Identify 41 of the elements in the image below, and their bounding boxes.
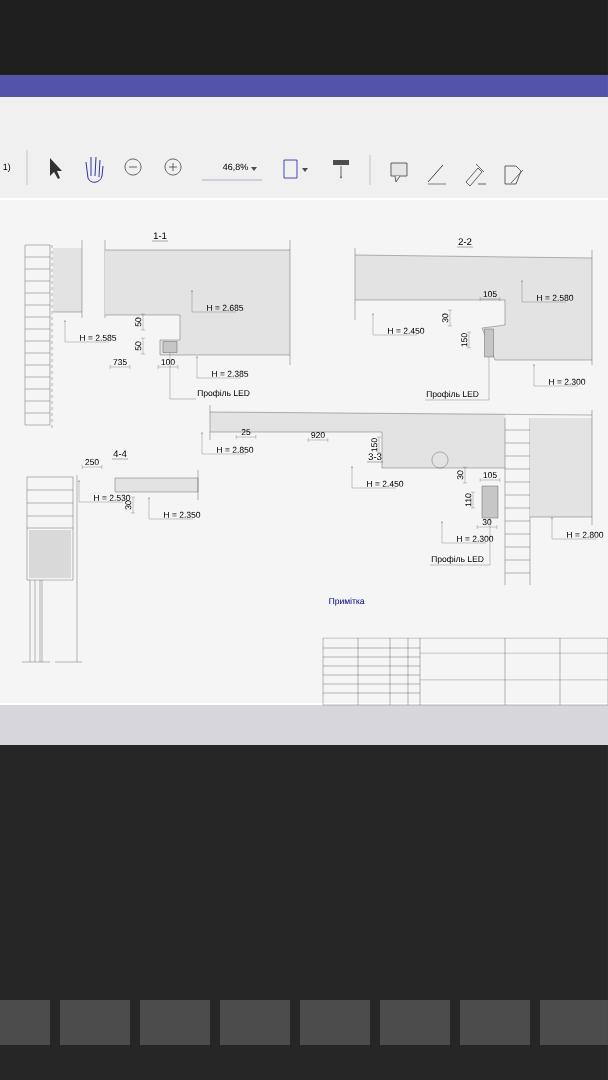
dimension-line: H = 2.685 xyxy=(191,290,244,313)
note-heading: Примітка xyxy=(329,597,365,606)
zoom-value: 46,8% xyxy=(222,163,248,172)
section-label: 4-4 xyxy=(113,450,127,457)
section-label: 1-1 xyxy=(153,232,167,239)
dimension-value: 30 xyxy=(125,500,132,510)
dimension-value: 100 xyxy=(161,359,175,366)
dimension-line: H = 2.385 xyxy=(196,356,249,379)
dimension-line: H = 2.580 xyxy=(521,280,574,303)
dimension-value: 30 xyxy=(442,313,449,323)
profile-label: Профіль LED xyxy=(197,389,250,398)
page-indicator: 1) xyxy=(3,163,11,172)
profile-label: Профіль LED xyxy=(426,390,479,399)
dimension-value: 735 xyxy=(113,359,127,366)
section-label: 2-2 xyxy=(458,238,472,245)
dimension-value: 150 xyxy=(461,333,468,347)
dimension-line: H = 2.585 xyxy=(64,320,117,343)
dimension-value: 105 xyxy=(483,472,497,479)
dimension-value: 250 xyxy=(85,459,99,466)
dimension-value: 50 xyxy=(135,317,142,327)
profile-label: Профіль LED xyxy=(431,555,484,564)
dimension-value: 50 xyxy=(135,341,142,351)
led-profile xyxy=(162,341,178,353)
dimension-line: H = 2.800 xyxy=(551,517,604,540)
section-label: 3-3 xyxy=(368,453,382,461)
dimension-value: 920 xyxy=(311,432,325,439)
led-profile xyxy=(484,328,494,358)
dimension-line: H = 2.450 xyxy=(372,313,425,336)
leader-line xyxy=(424,357,490,401)
leader-line xyxy=(429,518,491,566)
dimension-value: 110 xyxy=(465,493,472,507)
dimension-line: H = 2.350 xyxy=(148,497,201,520)
dimension-value: 150 xyxy=(371,438,378,452)
leader-line xyxy=(169,352,197,400)
dimension-value: 25 xyxy=(241,429,251,436)
dimension-line: H = 2.450 xyxy=(351,466,404,489)
dimension-value: 30 xyxy=(457,470,464,480)
dimension-value: 30 xyxy=(482,519,492,526)
led-profile xyxy=(481,485,499,519)
dimension-line: H = 2.300 xyxy=(533,364,586,387)
dimension-value: 105 xyxy=(483,291,497,298)
